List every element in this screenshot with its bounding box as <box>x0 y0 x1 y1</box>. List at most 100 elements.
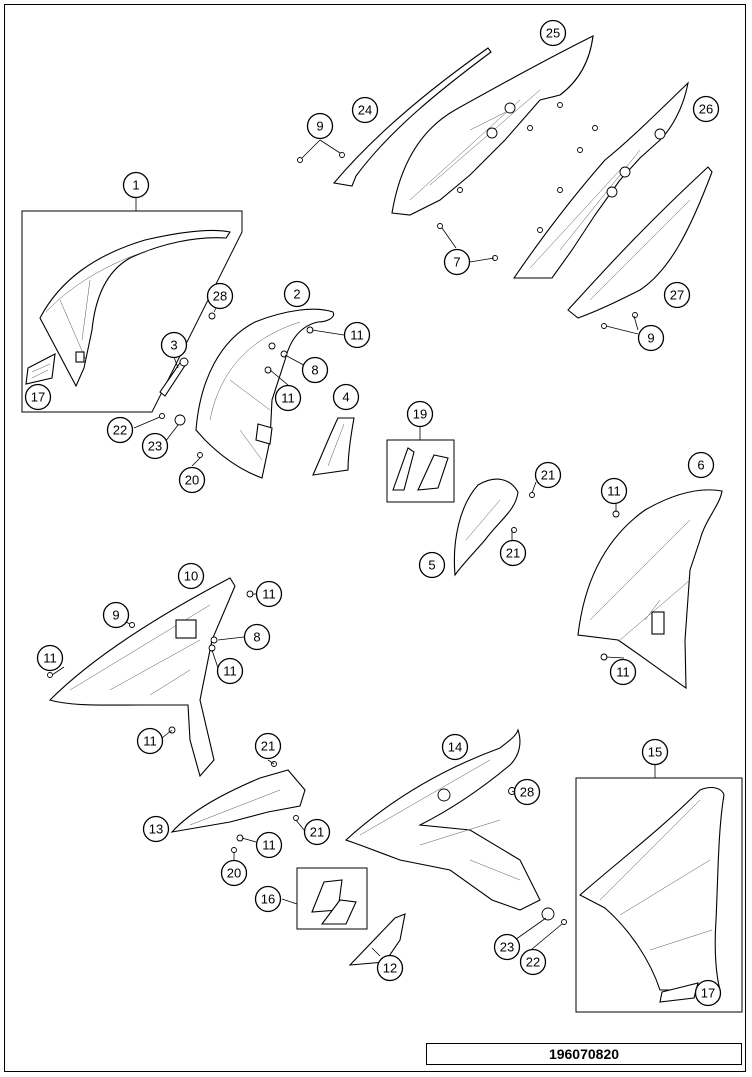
callout-4: 4 <box>332 383 360 411</box>
callout-11-f: 11 <box>216 657 244 685</box>
svg-text:14: 14 <box>448 740 462 755</box>
part-26-side-panel <box>512 81 689 279</box>
callout-6: 6 <box>687 451 715 479</box>
callout-17-a: 17 <box>24 383 52 411</box>
svg-text:3: 3 <box>170 338 177 353</box>
svg-text:8: 8 <box>253 630 260 645</box>
svg-text:24: 24 <box>358 103 372 118</box>
callout-21-a: 21 <box>534 461 562 489</box>
svg-text:12: 12 <box>383 961 397 976</box>
callout-9-c: 9 <box>102 601 130 629</box>
part-27-lower-panel <box>567 166 713 319</box>
svg-text:11: 11 <box>143 734 157 749</box>
svg-text:11: 11 <box>262 838 276 853</box>
svg-text:8: 8 <box>311 363 318 378</box>
callout-9-a: 9 <box>306 112 334 140</box>
part-5-air-duct <box>453 478 519 577</box>
callout-20-a: 20 <box>178 466 206 494</box>
svg-text:9: 9 <box>112 608 119 623</box>
part-2-front-fairing <box>195 308 335 479</box>
callout-23-a: 23 <box>141 432 169 460</box>
callout-13: 13 <box>142 815 170 843</box>
callout-22-a: 22 <box>106 416 134 444</box>
part-17-decal-b <box>659 982 699 1003</box>
svg-text:21: 21 <box>541 468 555 483</box>
callout-7: 7 <box>443 248 471 276</box>
part-3-bolt-assembly <box>159 357 189 397</box>
callout-11-d: 11 <box>609 658 637 686</box>
callout-16: 16 <box>254 885 282 913</box>
part-10-side-fairing <box>48 577 236 778</box>
callout-10: 10 <box>177 562 205 590</box>
callout-8-b: 8 <box>243 623 271 651</box>
svg-text:26: 26 <box>699 102 713 117</box>
svg-text:6: 6 <box>697 458 704 473</box>
svg-text:11: 11 <box>350 328 364 343</box>
svg-text:25: 25 <box>546 26 560 41</box>
drawing-frame <box>4 4 746 1072</box>
part-15-rear-panel <box>579 786 725 991</box>
callout-27: 27 <box>663 281 691 309</box>
svg-text:11: 11 <box>43 651 57 666</box>
callout-23-b: 23 <box>493 933 521 961</box>
callout-11-a: 11 <box>343 321 371 349</box>
svg-text:9: 9 <box>316 119 323 134</box>
callout-21-d: 21 <box>303 818 331 846</box>
callout-22-b: 22 <box>519 948 547 976</box>
svg-text:10: 10 <box>184 569 198 584</box>
callout-21-b: 21 <box>499 539 527 567</box>
svg-text:9: 9 <box>647 331 654 346</box>
callout-11-c: 11 <box>600 477 628 505</box>
svg-text:11: 11 <box>281 391 295 406</box>
svg-text:1: 1 <box>132 178 139 193</box>
svg-text:5: 5 <box>428 558 435 573</box>
callout-25: 25 <box>539 19 567 47</box>
part-17-decal-a <box>25 353 56 385</box>
callout-2: 2 <box>283 280 311 308</box>
group-box-15 <box>575 777 743 1013</box>
svg-text:19: 19 <box>413 407 427 422</box>
svg-text:21: 21 <box>506 546 520 561</box>
svg-text:23: 23 <box>148 439 162 454</box>
fastener-bolts <box>47 102 638 925</box>
part-1-side-panel <box>39 229 231 388</box>
svg-text:23: 23 <box>500 940 514 955</box>
callout-14: 14 <box>441 733 469 761</box>
svg-text:15: 15 <box>648 745 662 760</box>
callout-26: 26 <box>692 95 720 123</box>
part-16-covers <box>311 879 357 925</box>
callout-5: 5 <box>418 551 446 579</box>
leader-lines <box>51 139 656 957</box>
callout-12: 12 <box>376 954 404 982</box>
callout-11-e: 11 <box>255 580 283 608</box>
part-4-cover <box>312 417 355 476</box>
svg-text:11: 11 <box>262 587 276 602</box>
svg-text:20: 20 <box>227 866 241 881</box>
svg-text:27: 27 <box>670 288 684 303</box>
callout-17-b: 17 <box>694 979 722 1007</box>
drawing-number: 196070820 <box>426 1043 742 1065</box>
part-24-trim-strip <box>332 47 492 187</box>
svg-text:28: 28 <box>213 289 227 304</box>
callout-8-a: 8 <box>301 356 329 384</box>
svg-text:11: 11 <box>607 484 621 499</box>
callout-24: 24 <box>351 96 379 124</box>
group-box-19 <box>386 439 455 503</box>
group-box-1 <box>21 210 243 413</box>
svg-text:2: 2 <box>293 287 300 302</box>
part-6-side-panel <box>577 489 723 690</box>
part-25-upper-panel <box>391 35 594 216</box>
svg-text:11: 11 <box>616 665 630 680</box>
callout-15: 15 <box>641 738 669 766</box>
svg-text:22: 22 <box>113 423 127 438</box>
callout-28-b: 28 <box>513 778 541 806</box>
callout-11-i: 11 <box>255 831 283 859</box>
callout-3: 3 <box>160 331 188 359</box>
svg-text:11: 11 <box>223 664 237 679</box>
svg-text:21: 21 <box>261 739 275 754</box>
group-box-16 <box>296 867 368 930</box>
svg-text:17: 17 <box>31 390 45 405</box>
callout-1: 1 <box>122 171 150 199</box>
